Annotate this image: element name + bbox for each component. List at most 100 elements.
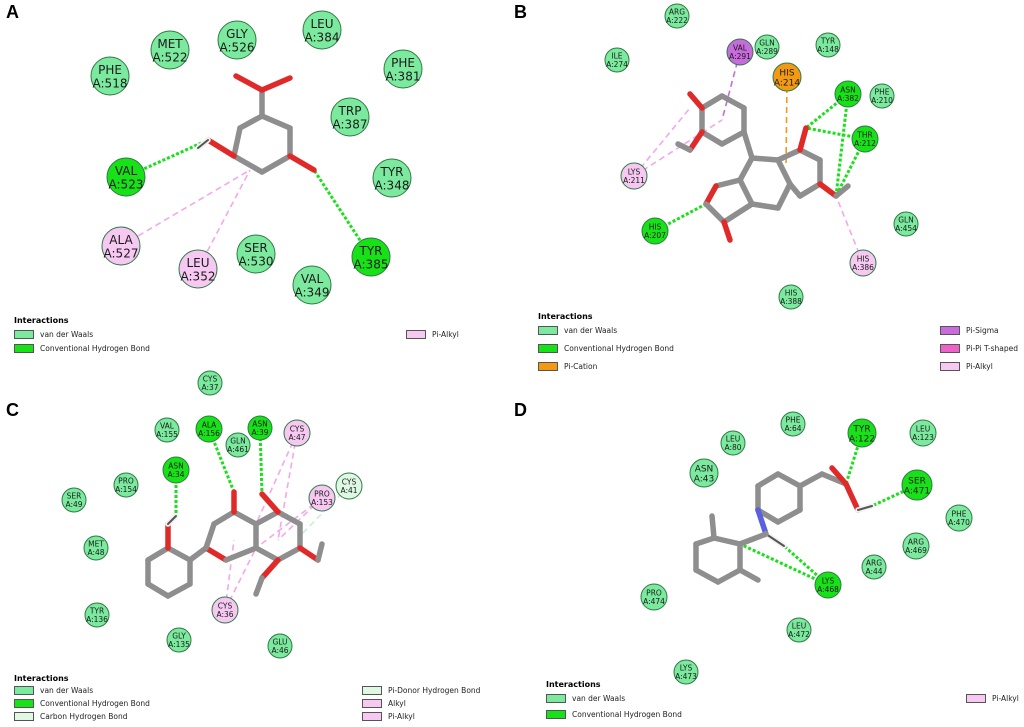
residue-circle — [726, 38, 754, 66]
residue-number: A:473 — [675, 672, 697, 681]
molecule-bond — [829, 465, 849, 487]
molecule-bond — [211, 509, 237, 527]
residue-circle — [101, 226, 141, 266]
residue-number: A:530 — [239, 254, 274, 268]
legend-item-d-pialkyl: Pi-Alkyl — [966, 694, 1019, 703]
molecule-bond — [797, 471, 825, 489]
legend-swatch — [546, 710, 566, 719]
residue-circle — [211, 596, 239, 624]
legend-label: Conventional Hydrogen Bond — [40, 699, 150, 708]
residue-circle — [84, 602, 110, 628]
residue-circle — [689, 458, 719, 488]
residue-name: PHE — [875, 88, 890, 97]
residue-number: A:454 — [895, 224, 917, 233]
residue-number: A:41 — [340, 486, 357, 495]
interaction-line — [277, 432, 298, 541]
residue-circle — [162, 456, 190, 484]
residue-circle — [308, 484, 336, 512]
residue-name: GLN — [759, 39, 775, 48]
residue-number: A:461 — [227, 445, 249, 454]
residue-name: ASN — [695, 464, 714, 474]
molecule-bond — [741, 129, 755, 161]
molecule-bond — [687, 129, 705, 153]
molecule-bond — [699, 93, 725, 111]
residue-number: A:352 — [181, 269, 216, 283]
legend-label: Pi-Alkyl — [432, 330, 459, 339]
residue-circle — [786, 617, 812, 643]
residue-name: ASN — [840, 86, 856, 95]
residue-number: A:214 — [774, 79, 800, 89]
residue-number: A:469 — [905, 546, 927, 555]
molecule-bond — [797, 181, 823, 199]
residue-circle — [178, 249, 218, 289]
residue-circle — [640, 583, 668, 611]
residue-name: TYR — [380, 165, 404, 179]
residue-name: CYS — [342, 478, 357, 487]
residue-name: VAL — [733, 44, 748, 53]
residue-name: CYS — [203, 375, 218, 384]
interaction-line — [785, 76, 788, 167]
molecule-bond — [719, 93, 747, 111]
legend-label: van der Waals — [564, 326, 618, 335]
molecule-bond — [231, 125, 243, 159]
residue-circle — [372, 158, 412, 198]
residue-name: TYR — [852, 424, 870, 434]
molecule-bond — [223, 545, 259, 563]
residue-number: A:154 — [115, 485, 137, 494]
residue-circle — [113, 472, 139, 498]
residue-circle — [166, 627, 192, 653]
legend-swatch — [966, 694, 986, 703]
residue-name: TYR — [359, 244, 383, 258]
residue-number: A:470 — [948, 518, 970, 527]
residue-circle — [330, 97, 370, 137]
residue-circle — [847, 418, 877, 448]
legend-swatch — [546, 694, 566, 703]
residue-name: VAL — [160, 422, 175, 431]
residue-name: TRP — [338, 104, 362, 118]
molecule-bond — [775, 181, 793, 211]
residue-circle — [849, 249, 877, 277]
legend-swatch — [538, 326, 558, 335]
molecule-bond — [297, 545, 321, 563]
molecule-bond — [737, 531, 769, 547]
legend-title-b: Interactions — [538, 312, 593, 321]
molecule-bond — [817, 181, 839, 199]
residue-circle — [236, 234, 276, 274]
molecule-bond — [749, 201, 781, 211]
legend-swatch — [362, 712, 382, 721]
molecule-bond — [259, 113, 293, 131]
residue-circle — [195, 415, 223, 443]
residue-circle — [283, 419, 311, 447]
residue-name: ASN — [252, 420, 268, 429]
residue-circle — [815, 32, 841, 58]
interaction-line — [120, 169, 251, 247]
molecule-bond — [737, 177, 755, 207]
interaction-line — [844, 432, 864, 485]
molecule-bond — [755, 507, 769, 537]
legend-swatch — [940, 326, 960, 335]
residue-circle — [945, 504, 973, 532]
legend-swatch — [406, 330, 426, 339]
molecule-bond — [737, 155, 755, 183]
panel-letter-b: B — [514, 2, 527, 22]
molecule-bond — [721, 201, 755, 225]
residue-name: GLN — [230, 437, 246, 446]
molecule-bond — [203, 545, 229, 563]
residue-number: A:386 — [852, 263, 874, 272]
residue-name: LEU — [726, 435, 740, 444]
residue-circle — [754, 34, 780, 60]
residue-number: A:36 — [216, 610, 233, 619]
